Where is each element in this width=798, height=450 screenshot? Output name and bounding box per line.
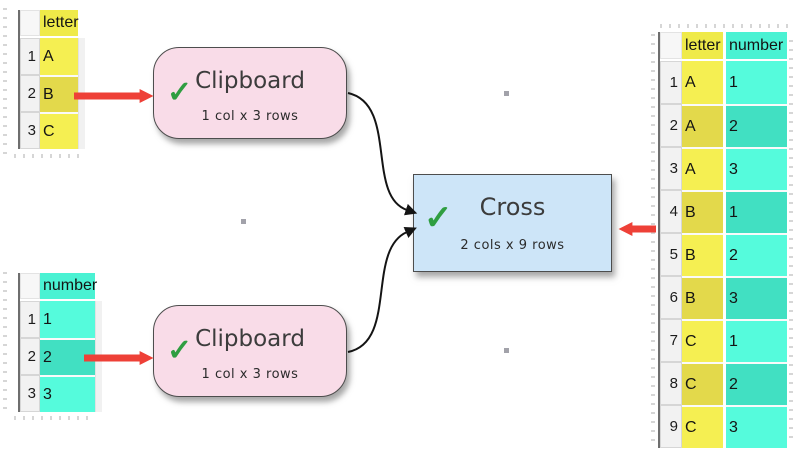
- node-size-label: 1 col x 3 rows: [201, 109, 299, 124]
- table-header-row: letter: [20, 10, 79, 36]
- table-header-row: letter number: [660, 32, 787, 59]
- data-cell: 3: [726, 276, 787, 319]
- node-size-label: 2 cols x 9 rows: [460, 238, 565, 253]
- clipboard-node-bottom[interactable]: ✓ Clipboard 1 col x 3 rows: [153, 305, 347, 397]
- column-header-letter: letter: [40, 10, 79, 36]
- data-cell: 2: [726, 233, 787, 276]
- table-row: 2 2: [20, 338, 95, 375]
- result-table: letter number 1 A 1 2 A 2 3 A 3 4 B 1 5 …: [658, 32, 787, 448]
- row-number-cell: 3: [660, 147, 682, 190]
- data-cell: 1: [726, 190, 787, 233]
- row-number-cell: 3: [20, 112, 40, 149]
- row-number-cell: 4: [660, 190, 682, 233]
- check-icon: ✓: [167, 334, 193, 367]
- data-cell: A: [682, 104, 723, 147]
- data-cell: A: [40, 38, 78, 75]
- table-row: 1 A 1: [660, 61, 787, 104]
- row-number-cell: 7: [660, 319, 682, 362]
- table-row: 1 1: [20, 301, 95, 338]
- scrollbar[interactable]: [78, 38, 85, 149]
- torn-edge: [3, 8, 7, 154]
- table-row: 3 A 3: [660, 147, 787, 190]
- row-number-cell: 8: [660, 362, 682, 405]
- wire-clipboard-bottom-to-cross: [347, 226, 417, 353]
- data-cell: 1: [40, 301, 95, 338]
- row-number-cell: 5: [660, 233, 682, 276]
- data-cell: 2: [726, 362, 787, 405]
- check-icon: ✓: [424, 199, 453, 237]
- grid-dot: [504, 91, 509, 96]
- table-row: 2 B: [20, 75, 78, 112]
- data-cell: B: [40, 75, 78, 112]
- torn-edge: [651, 34, 655, 442]
- data-cell: 3: [40, 375, 95, 412]
- data-cell: C: [40, 112, 78, 149]
- table-row: 2 A 2: [660, 104, 787, 147]
- row-number-cell: 2: [20, 75, 40, 112]
- column-header-number: number: [40, 273, 97, 299]
- torn-edge: [3, 272, 7, 414]
- data-cell: B: [682, 233, 723, 276]
- number-input-table: number 1 1 2 2 3 3: [18, 273, 102, 412]
- gutter-header-cell: [660, 32, 682, 59]
- data-cell: 1: [726, 61, 787, 104]
- row-number-cell: 3: [20, 375, 40, 412]
- row-number-cell: 1: [20, 301, 40, 338]
- data-cell: 2: [726, 104, 787, 147]
- data-cell: B: [682, 190, 723, 233]
- row-number-cell: 1: [20, 38, 40, 75]
- node-title: Clipboard: [195, 326, 305, 352]
- cross-node[interactable]: ✓ Cross 2 cols x 9 rows: [413, 174, 612, 272]
- data-cell: A: [682, 147, 723, 190]
- row-number-cell: 6: [660, 276, 682, 319]
- table-row: 3 3: [20, 375, 95, 412]
- data-cell: C: [682, 362, 723, 405]
- grid-dot: [241, 219, 246, 224]
- letter-input-table: letter 1 A 2 B 3 C: [18, 10, 85, 149]
- torn-edge: [14, 416, 94, 420]
- node-title: Cross: [479, 193, 546, 221]
- gutter-header-cell: [20, 10, 40, 36]
- data-cell: 2: [40, 338, 95, 375]
- torn-edge: [660, 24, 788, 28]
- data-cell: A: [682, 61, 723, 104]
- table-row: 4 B 1: [660, 190, 787, 233]
- wire-clipboard-top-to-cross: [347, 92, 418, 216]
- row-number-cell: 1: [660, 61, 682, 104]
- table-row: 3 C: [20, 112, 78, 149]
- table-row: 8 C 2: [660, 362, 787, 405]
- table-row: 7 C 1: [660, 319, 787, 362]
- row-number-cell: 9: [660, 405, 682, 448]
- table-row: 5 B 2: [660, 233, 787, 276]
- check-icon: ✓: [167, 76, 193, 109]
- row-number-cell: 2: [660, 104, 682, 147]
- table-header-row: number: [20, 273, 97, 299]
- data-cell: 3: [726, 147, 787, 190]
- torn-edge: [789, 40, 793, 442]
- data-cell: C: [682, 319, 723, 362]
- column-header-letter: letter: [682, 32, 723, 59]
- gutter-header-cell: [20, 273, 40, 299]
- column-header-number: number: [726, 32, 787, 59]
- torn-edge: [14, 154, 84, 158]
- clipboard-node-top[interactable]: ✓ Clipboard 1 col x 3 rows: [153, 47, 347, 139]
- scrollbar[interactable]: [95, 301, 102, 412]
- data-cell: B: [682, 276, 723, 319]
- table-row: 9 C 3: [660, 405, 787, 448]
- data-cell: C: [682, 405, 723, 448]
- data-cell: 3: [726, 405, 787, 448]
- node-title: Clipboard: [195, 68, 305, 94]
- node-size-label: 1 col x 3 rows: [201, 367, 299, 382]
- row-number-cell: 2: [20, 338, 40, 375]
- grid-dot: [504, 348, 509, 353]
- table-row: 6 B 3: [660, 276, 787, 319]
- table-row: 1 A: [20, 38, 78, 75]
- data-cell: 1: [726, 319, 787, 362]
